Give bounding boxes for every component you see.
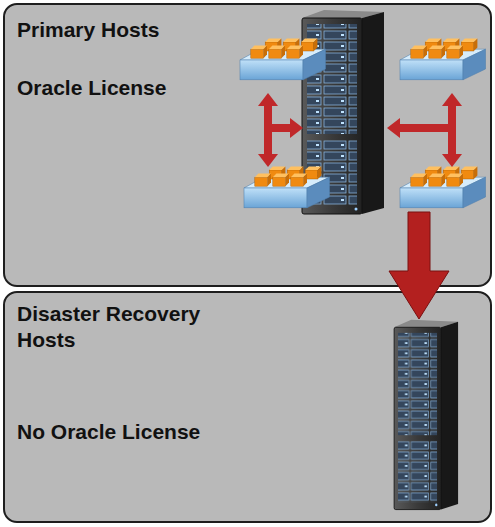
license-note: No Oracle License [17, 419, 257, 445]
esx-host-icon [400, 38, 486, 79]
license-note: Oracle License [17, 75, 237, 101]
vmotion-arrow [387, 93, 462, 167]
replication-arrow [389, 212, 449, 319]
panel-heading: Disaster Recovery Hosts [17, 301, 232, 352]
panel-heading: Primary Hosts [17, 17, 237, 43]
esx-host-icon [240, 38, 326, 79]
dr-server [394, 320, 458, 510]
esx-host-icon [400, 166, 486, 207]
vmotion-arrow [258, 93, 303, 167]
esx-host-icon [244, 166, 330, 207]
